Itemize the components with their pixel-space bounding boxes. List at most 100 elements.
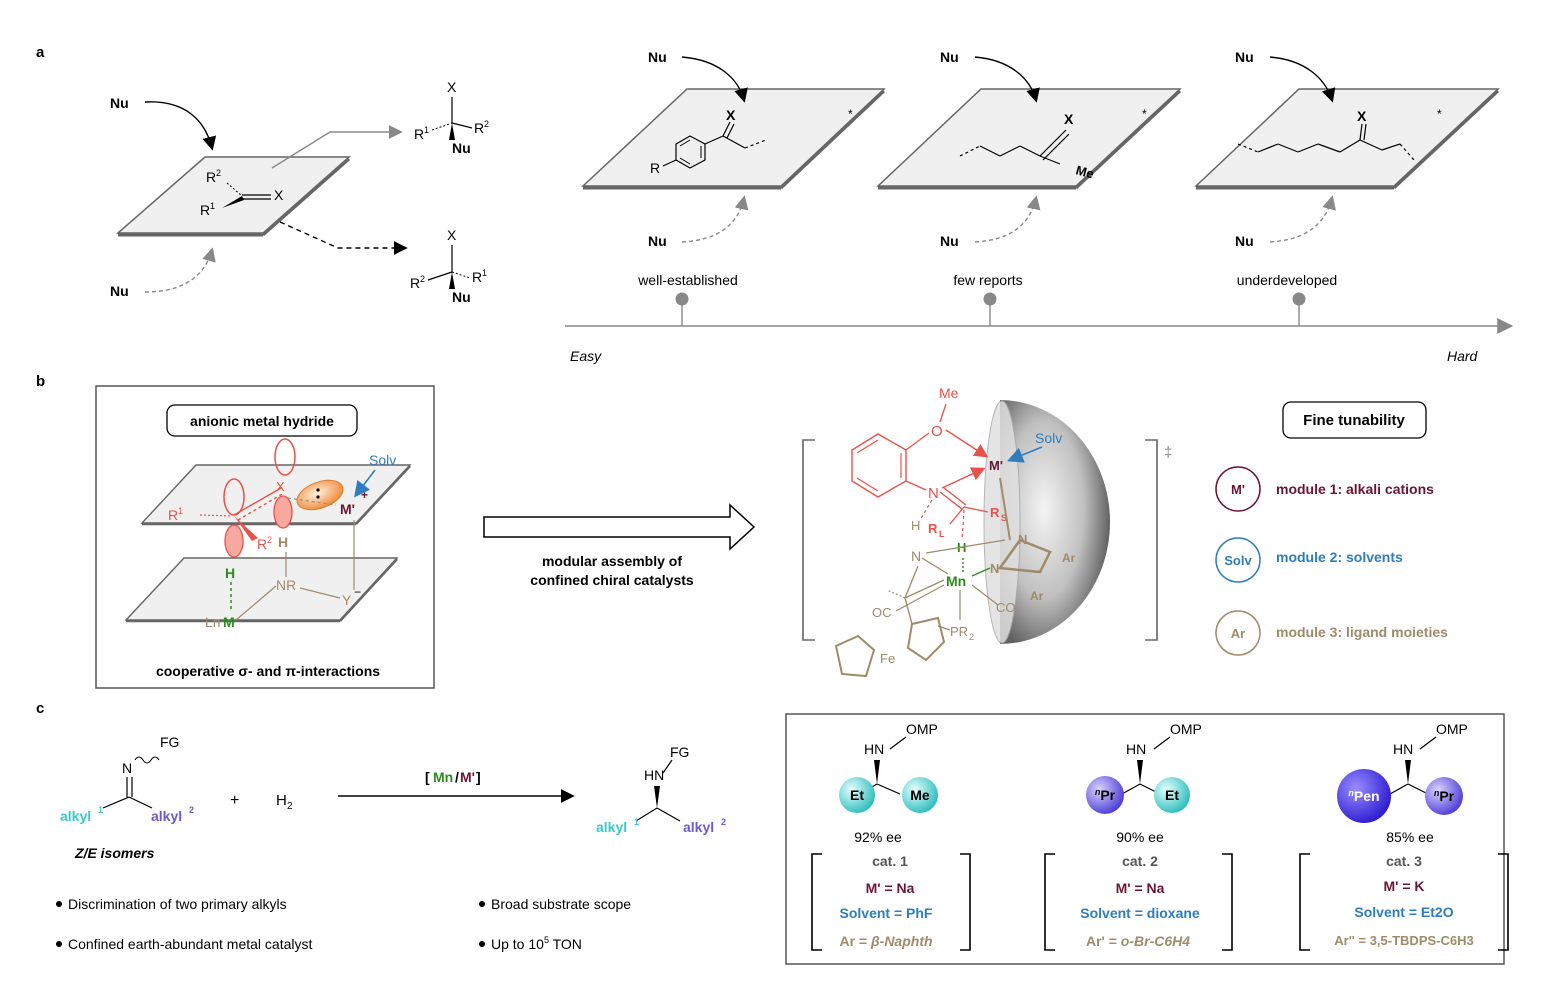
difficulty-axis: well-established few reports underdevelo… xyxy=(565,272,1514,364)
svg-text:X: X xyxy=(447,227,457,243)
svg-text:Fe: Fe xyxy=(880,651,895,666)
svg-text:*: * xyxy=(1437,107,1442,121)
svg-text:Nu: Nu xyxy=(940,49,959,65)
svg-text:OC: OC xyxy=(872,605,892,620)
svg-text:Nu: Nu xyxy=(1235,49,1254,65)
panel-b-label: b xyxy=(36,373,45,390)
svg-text:1: 1 xyxy=(634,817,639,827)
svg-text:Me: Me xyxy=(939,385,959,401)
svg-text:S: S xyxy=(1001,513,1007,523)
svg-text:N: N xyxy=(911,548,921,564)
svg-text:R: R xyxy=(928,521,938,536)
panel-a-left-scheme: R 2 R 1 X Nu Nu X R 1 R 2 Nu X R 2 R xyxy=(110,79,489,305)
svg-text:/: / xyxy=(455,769,459,785)
svg-text:Nu: Nu xyxy=(648,49,667,65)
svg-text:R: R xyxy=(472,269,482,285)
svg-text:Ar: Ar xyxy=(1062,551,1076,565)
svg-text:cat. 1: cat. 1 xyxy=(872,853,908,869)
svg-text:N: N xyxy=(122,760,132,776)
svg-text:Nu: Nu xyxy=(452,140,471,156)
svg-text:NR: NR xyxy=(276,577,296,593)
svg-text:R: R xyxy=(990,505,1000,520)
svg-text:85% ee: 85% ee xyxy=(1386,829,1434,845)
svg-text:Nu: Nu xyxy=(648,233,667,249)
svg-text:‡: ‡ xyxy=(1164,444,1172,461)
svg-text:L: L xyxy=(939,529,945,539)
feature-bullets: Discrimination of two primary alkyls Bro… xyxy=(56,896,631,952)
svg-text:R: R xyxy=(410,275,420,291)
svg-text:R: R xyxy=(414,126,424,142)
box-title: anionic metal hydride xyxy=(190,413,334,429)
alkyl2-label: alkyl xyxy=(151,808,182,824)
module-3-badge: Ar xyxy=(1231,626,1245,641)
fine-tunability: Fine tunability M' module 1: alkali cati… xyxy=(1215,401,1448,656)
svg-text:1: 1 xyxy=(178,506,183,516)
category-underdeveloped: underdeveloped xyxy=(1237,272,1337,288)
svg-text:FG: FG xyxy=(670,744,689,760)
svg-text:M: M xyxy=(223,614,235,630)
module-1-text: module 1: alkali cations xyxy=(1276,481,1434,497)
svg-text:alkyl: alkyl xyxy=(683,819,714,835)
svg-text:HN: HN xyxy=(644,767,664,783)
svg-text:Nu: Nu xyxy=(452,289,471,305)
svg-text:nPen: nPen xyxy=(1348,788,1379,804)
svg-text:R: R xyxy=(168,507,178,523)
panel-a-plane-2: Nu Nu * X Me xyxy=(876,49,1182,249)
svg-text:+: + xyxy=(361,488,368,502)
examples-box xyxy=(785,713,1505,965)
svg-text:M' = Na: M' = Na xyxy=(866,880,915,896)
svg-text:Me: Me xyxy=(1074,162,1095,181)
svg-text:OMP: OMP xyxy=(1436,721,1468,737)
svg-text:FG: FG xyxy=(160,734,179,750)
svg-text:Solvent = Et2O: Solvent = Et2O xyxy=(1354,904,1453,920)
transition-state: ‡ Me O N M' Solv R S R L H H N xyxy=(802,385,1172,678)
svg-text:R: R xyxy=(257,536,267,552)
panel-a-plane-1: Nu Nu * R X xyxy=(581,49,886,249)
svg-text:Ar = β-Naphth: Ar = β-Naphth xyxy=(839,933,932,949)
svg-text:HN: HN xyxy=(1393,741,1413,757)
svg-text:2: 2 xyxy=(484,119,489,129)
svg-text:Et: Et xyxy=(850,787,864,803)
assembly-arrow: modular assembly of confined chiral cata… xyxy=(483,503,756,588)
svg-text:Ar: Ar xyxy=(1030,589,1044,603)
svg-text:M' = K: M' = K xyxy=(1383,878,1424,894)
box-caption: cooperative σ- and π-interactions xyxy=(156,663,380,679)
bullet-ton: Up to 105 TON xyxy=(491,935,582,952)
svg-text:M': M' xyxy=(989,458,1003,473)
svg-text:H: H xyxy=(225,565,235,581)
svg-text:1: 1 xyxy=(98,805,103,815)
svg-text:[: [ xyxy=(425,769,430,785)
example-2: OMP HN nPr Et 90% ee cat. 2 M' = Na Solv… xyxy=(1044,721,1233,951)
module-2-badge: Solv xyxy=(1224,553,1252,568)
svg-text:R: R xyxy=(206,169,216,185)
nu-top-label: Nu xyxy=(110,95,129,111)
svg-text:X: X xyxy=(1357,108,1367,124)
bullet-discrimination: Discrimination of two primary alkyls xyxy=(68,896,287,912)
svg-text:Ln: Ln xyxy=(205,614,221,630)
svg-text:+: + xyxy=(230,792,239,809)
example-1: OMP HN Et Me 92% ee cat. 1 M' = Na Solve… xyxy=(811,721,971,951)
svg-text:modular assembly of: modular assembly of xyxy=(542,553,682,569)
svg-text:Fine tunability: Fine tunability xyxy=(1303,412,1405,429)
svg-text:alkyl: alkyl xyxy=(596,819,627,835)
svg-text:OMP: OMP xyxy=(1170,721,1202,737)
svg-text:Nu: Nu xyxy=(1235,233,1254,249)
svg-text:N: N xyxy=(1018,532,1027,547)
svg-text:Mn: Mn xyxy=(433,769,453,785)
svg-text:HN: HN xyxy=(864,741,884,757)
m-prime-label: M' xyxy=(340,501,355,517)
svg-text:CO: CO xyxy=(996,600,1016,615)
svg-text:cat. 3: cat. 3 xyxy=(1386,853,1422,869)
panel-c-label: c xyxy=(36,700,44,717)
svg-text:*: * xyxy=(848,107,853,121)
alkyl1-label: alkyl xyxy=(60,808,91,824)
svg-text:Y: Y xyxy=(342,592,352,608)
svg-text:1: 1 xyxy=(424,125,429,135)
svg-text:H: H xyxy=(276,792,287,809)
svg-text:Nu: Nu xyxy=(940,233,959,249)
bullet-scope: Broad substrate scope xyxy=(491,896,631,912)
svg-text:X: X xyxy=(447,79,457,95)
svg-text:PR: PR xyxy=(950,624,968,639)
svg-text:Mn: Mn xyxy=(946,573,966,589)
